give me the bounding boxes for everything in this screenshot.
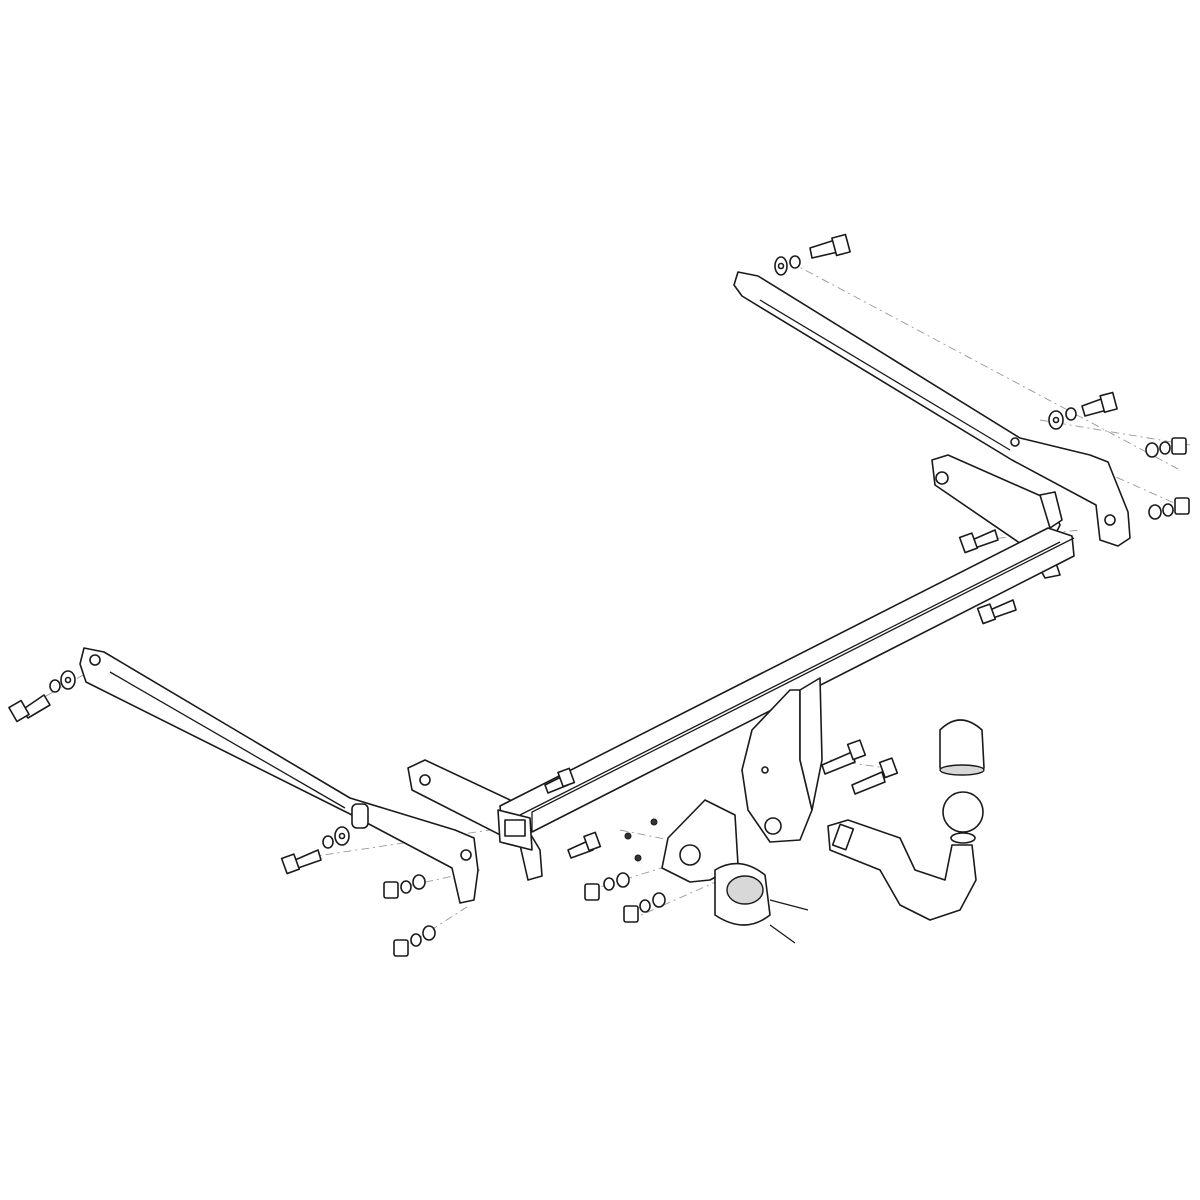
- plate-center-hole: [679, 844, 701, 866]
- crossbar-edge: [519, 541, 1061, 816]
- lock-washer: [1065, 407, 1077, 421]
- bolt-center-2: [851, 757, 899, 795]
- socket-mounting-plate: [661, 799, 739, 883]
- left-rail-hole: [460, 849, 472, 861]
- nut: [383, 881, 399, 899]
- small-nut: [650, 818, 658, 826]
- washer: [652, 892, 666, 908]
- socket-screw: [769, 924, 796, 944]
- bolt-right-rail: [1081, 391, 1118, 417]
- right-rail-hole: [1010, 437, 1020, 447]
- washer: [422, 925, 436, 941]
- tow-ball: [942, 791, 984, 833]
- bracket-hole: [419, 774, 431, 786]
- right-rail-hole: [1104, 514, 1116, 526]
- small-nut: [634, 854, 642, 862]
- washer: [1148, 504, 1162, 520]
- right-side-rail: [733, 271, 1131, 547]
- bolt-crossbar-right: [976, 599, 1017, 625]
- small-nut: [624, 832, 632, 840]
- bolt-center-1: [821, 739, 867, 775]
- washers-and-nuts: [49, 255, 1190, 957]
- crossbar-edge: [531, 537, 1075, 832]
- assembly-centerlines: [29, 261, 1191, 951]
- left-rail-spacer: [351, 803, 369, 829]
- lock-washer: [1162, 503, 1174, 517]
- lock-washer: [49, 679, 61, 693]
- bolt-crossbar-top-right: [958, 529, 999, 554]
- tow-ball-collar: [950, 832, 976, 844]
- right-rail-edge: [759, 299, 1011, 451]
- center-mount-bracket: [741, 689, 813, 843]
- tow-ball-neck: [827, 819, 977, 921]
- nut: [1171, 437, 1187, 455]
- nut: [1174, 497, 1190, 515]
- nut: [584, 883, 600, 901]
- bolt-crossbar-left-bottom: [567, 831, 602, 859]
- crossbar-right-plate: [1039, 491, 1063, 529]
- washer: [1145, 442, 1159, 458]
- bolt-top-right: [809, 233, 851, 259]
- center-bracket-hole: [761, 766, 769, 774]
- washer: [412, 874, 426, 890]
- lock-washer: [410, 933, 422, 947]
- lock-washer: [1159, 441, 1171, 455]
- washer: [616, 872, 630, 888]
- bolt-left-lower: [280, 849, 322, 875]
- neck-tube-opening: [831, 823, 855, 851]
- crossbar-tube-opening: [504, 819, 526, 837]
- center-bracket-hole: [764, 817, 782, 835]
- tow-ball-cap-ring: [939, 764, 985, 776]
- socket-face: [726, 875, 764, 905]
- bolt-crossbar-left-top: [544, 767, 576, 794]
- socket-screw: [769, 899, 809, 911]
- lock-washer: [789, 255, 801, 269]
- bolts: [8, 233, 1118, 875]
- bracket-nut: [935, 471, 949, 485]
- nut: [393, 939, 409, 957]
- lock-washer: [400, 880, 412, 894]
- left-end-bracket: [407, 759, 543, 881]
- bolt-left-rail: [8, 694, 51, 723]
- left-rail-hole: [89, 654, 101, 666]
- lock-washer: [639, 899, 651, 913]
- lock-washer: [322, 835, 334, 849]
- left-rail-edge: [109, 671, 346, 809]
- center-bracket-side: [799, 677, 823, 811]
- lock-washer: [603, 877, 615, 891]
- nut: [623, 905, 639, 923]
